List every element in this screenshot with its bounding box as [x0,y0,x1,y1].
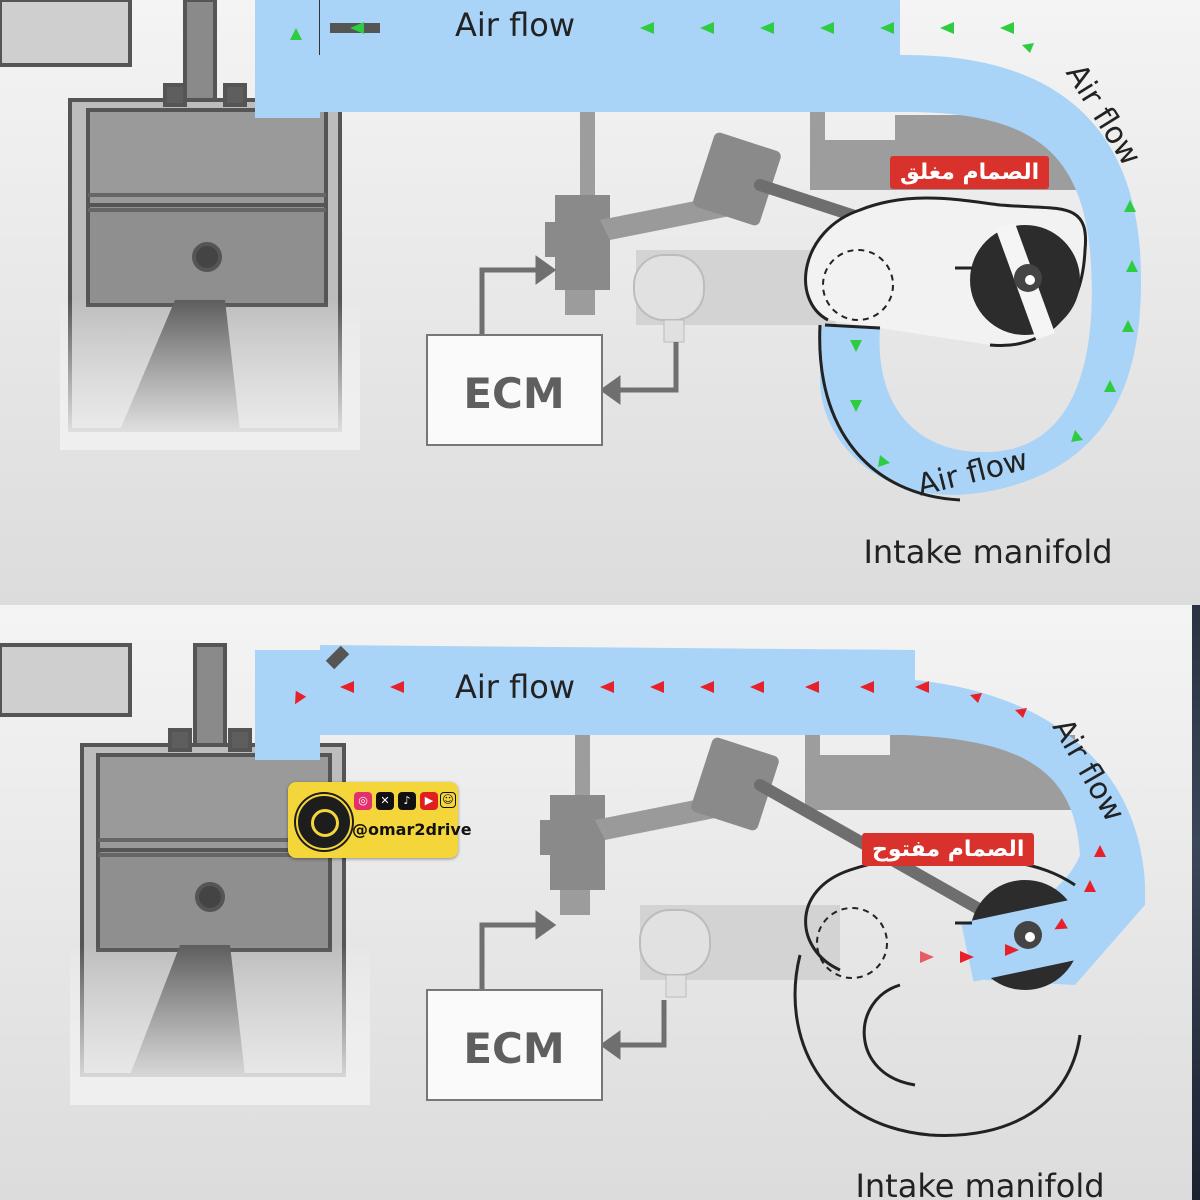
intake-manifold-caption: Intake manifold [863,533,1112,571]
injector [325,645,350,670]
bypass-port [822,249,894,321]
flow-arrows-green [290,22,1138,467]
tiktok-icon: ♪ [398,792,416,810]
ecm-label: ECM [463,369,564,418]
social-handle: @omar2drive [352,820,472,839]
snapchat-icon: ☺ [440,792,456,808]
diagram-panel-valve-open: ECM Air flow [0,605,1200,1200]
intake-manifold-caption: Intake manifold [855,1167,1104,1200]
ecm-box [426,989,603,1101]
cylinder-fade [70,945,370,1105]
youtube-icon: ▶ [420,792,438,810]
social-watermark: ◎ ✕ ♪ ▶ ☺ @omar2drive [288,782,472,858]
ecm-box [426,334,603,446]
flow-arrows-red [295,681,1106,963]
ecm-label: ECM [463,1024,564,1073]
omar2drive-logo [296,794,352,850]
valve-flap-closed [955,222,1080,340]
diagram-panel-valve-closed: ECM Air flow [0,0,1200,605]
intake-diagram-open: ECM Air flow [0,605,1200,1200]
cylinder-fade [60,300,360,450]
ecm-wiring [479,255,679,405]
intake-diagram-closed: ECM Air flow [0,0,1200,605]
right-edge-strip [1192,605,1200,1200]
instagram-icon: ◎ [354,792,372,810]
x-icon: ✕ [376,792,394,810]
valve-flap-open [955,880,1096,990]
valve-open-badge: الصمام مفتوح [862,833,1035,866]
airflow-label-top: Air flow [455,6,575,44]
air-duct [255,0,1142,495]
bypass-port [816,907,888,979]
steering-wheel-icon [311,809,339,837]
valve-closed-badge: الصمام مغلق [890,156,1050,189]
ecm-wiring [479,910,667,1060]
airflow-label-top: Air flow [455,668,575,706]
air-duct [255,645,1145,985]
